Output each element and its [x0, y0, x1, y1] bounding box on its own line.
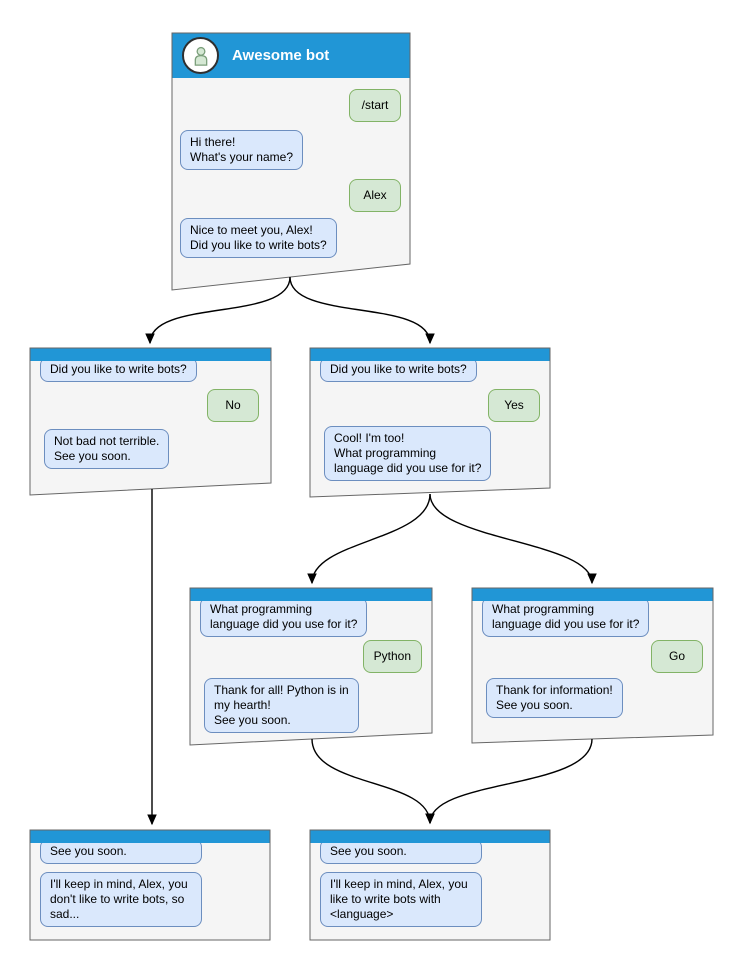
- bot-message-bubble: Thank for all! Python is in my hearth! S…: [204, 678, 359, 733]
- window-header: Awesome bot: [172, 33, 410, 78]
- bot-message-bubble: Cool! I'm too! What programming language…: [324, 426, 492, 481]
- bot-message-bubble: Thank for information! See you soon.: [486, 678, 623, 718]
- bot-message-bubble: What programming language did you use fo…: [482, 597, 650, 637]
- user-message-bubble: Python: [362, 640, 422, 673]
- chat-window-main: Awesome bot /start Hi there! What's your…: [172, 33, 410, 290]
- user-message-bubble: Alex: [349, 179, 401, 212]
- chat-window-go-branch: What programming language did you use fo…: [472, 588, 713, 743]
- bot-message-bubble: What programming language did you use fo…: [200, 597, 368, 637]
- window-header-strip: [472, 588, 713, 601]
- window-header-strip: [310, 830, 550, 843]
- bot-message-bubble: Nice to meet you, Alex! Did you like to …: [180, 218, 337, 258]
- user-message-bubble: No: [207, 389, 259, 422]
- chat-window-end-no: See you soon. I'll keep in mind, Alex, y…: [30, 830, 270, 940]
- chat-window-python-branch: What programming language did you use fo…: [190, 588, 432, 745]
- window-title: Awesome bot: [232, 47, 330, 64]
- chat-window-yes-branch: Did you like to write bots? Yes Cool! I'…: [310, 348, 550, 497]
- arrow-main-to-yes: [289, 276, 435, 345]
- bot-message-bubble: I'll keep in mind, Alex, you don't like …: [40, 872, 202, 927]
- window-header-strip: [190, 588, 432, 601]
- window-header-strip: [310, 348, 550, 361]
- bot-message-bubble: Hi there! What's your name?: [180, 130, 304, 170]
- user-message-bubble: Yes: [488, 389, 540, 422]
- window-header-strip: [30, 830, 270, 843]
- user-message-bubble: /start: [349, 89, 401, 122]
- person-icon: [194, 46, 207, 66]
- chat-window-end-yes: See you soon. I'll keep in mind, Alex, y…: [310, 830, 550, 940]
- bot-message-bubble: I'll keep in mind, Alex, you like to wri…: [320, 872, 482, 927]
- arrow-python-to-end: [311, 738, 435, 825]
- user-message-bubble: Go: [651, 640, 703, 673]
- arrow-yes-to-python: [307, 493, 431, 585]
- bot-message-bubble: Not bad not terrible. See you soon.: [44, 429, 170, 469]
- bot-avatar: [182, 37, 219, 74]
- arrow-go-to-end: [425, 738, 593, 825]
- window-header-strip: [30, 348, 271, 361]
- arrow-yes-to-go: [429, 493, 597, 585]
- arrow-main-to-no: [145, 276, 291, 345]
- chat-window-no-branch: Did you like to write bots? No Not bad n…: [30, 348, 271, 495]
